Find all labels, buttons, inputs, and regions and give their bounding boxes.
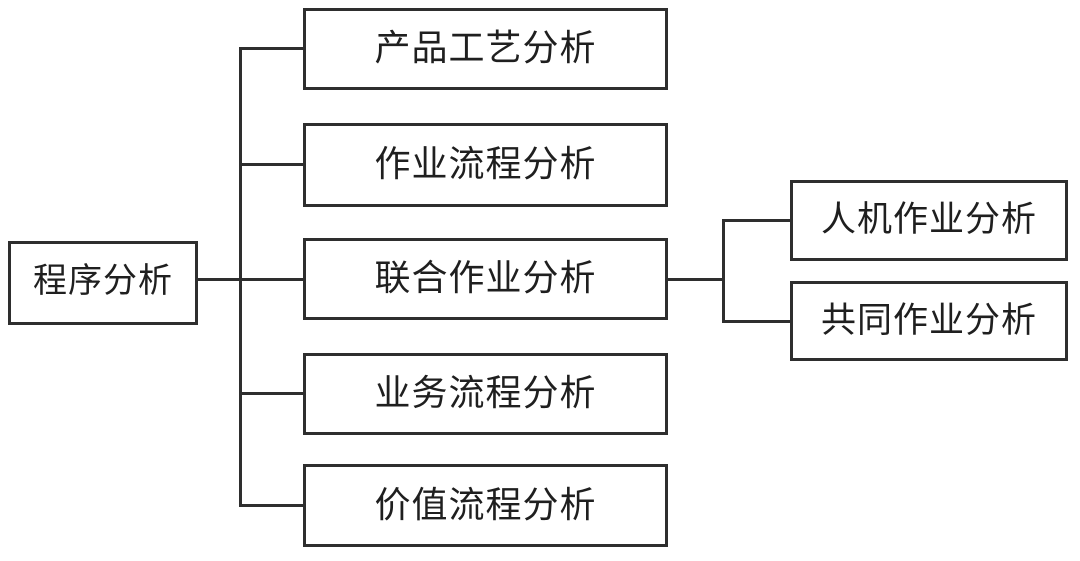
connector-branch-man-machine [725, 219, 790, 222]
node-business-flow-analysis: 业务流程分析 [303, 353, 668, 435]
node-joint-operation-analysis: 联合作业分析 [303, 238, 668, 320]
connector-branch-common [725, 320, 790, 323]
node-label: 人机作业分析 [820, 200, 1037, 239]
node-operation-flow-analysis: 作业流程分析 [303, 123, 668, 207]
connector-right-trunk [722, 219, 725, 323]
node-label: 共同作业分析 [820, 300, 1037, 340]
node-value-stream-analysis: 价值流程分析 [303, 464, 668, 547]
node-man-machine-operation-analysis: 人机作业分析 [790, 180, 1068, 261]
node-label: 程序分析 [33, 263, 173, 300]
node-label: 价值流程分析 [374, 484, 597, 525]
connector-root-to-joint [198, 278, 303, 281]
node-label: 产品工艺分析 [374, 28, 597, 68]
connector-branch-operation [241, 163, 303, 166]
node-program-analysis: 程序分析 [8, 241, 198, 325]
node-label: 业务流程分析 [374, 373, 597, 413]
node-label: 联合作业分析 [374, 258, 597, 298]
connector-branch-value [241, 504, 303, 507]
connector-joint-stem [668, 278, 723, 281]
connector-branch-product [241, 47, 303, 50]
node-product-process-analysis: 产品工艺分析 [303, 8, 668, 90]
node-common-operation-analysis: 共同作业分析 [790, 281, 1068, 361]
connector-branch-business [241, 392, 303, 395]
connector-left-trunk [239, 47, 242, 507]
node-label: 作业流程分析 [374, 144, 597, 184]
